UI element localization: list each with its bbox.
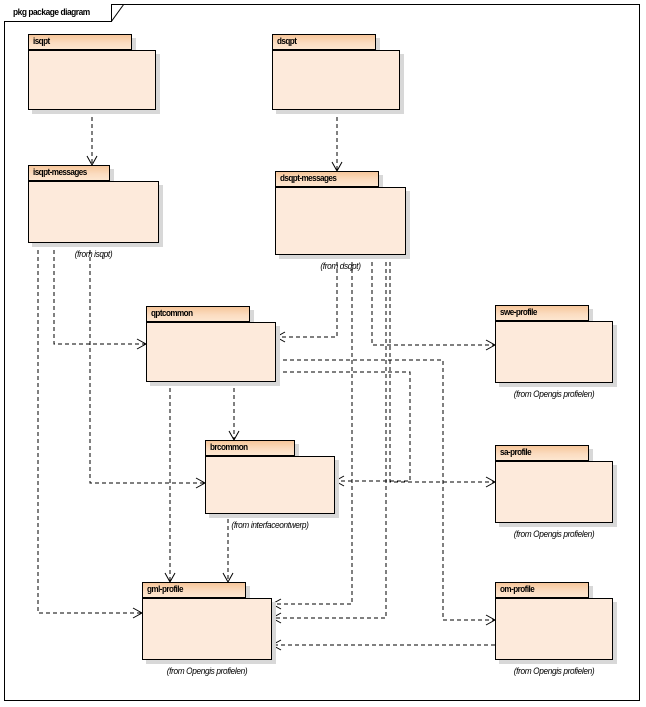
diagram-frame-label: pkg package diagram [13, 7, 90, 17]
package-name-label: swe-profile [500, 307, 537, 317]
package-sa-profile[interactable]: sa-profile [495, 445, 617, 527]
package-dsqpt[interactable]: dsqpt [272, 34, 404, 114]
package-name-label: brcommon [210, 442, 248, 452]
package-from-label: (from Opengis profielen) [513, 389, 595, 399]
package-gml-profile[interactable]: gml-profile [142, 582, 276, 664]
package-body [205, 456, 335, 514]
package-tab [28, 165, 110, 181]
package-from-label: (from Opengis profielen) [513, 666, 595, 676]
package-body [28, 50, 156, 110]
package-from-label: (from dsqpt) [320, 261, 361, 271]
package-body [272, 50, 400, 110]
package-tab [495, 305, 589, 321]
package-name-label: isqpt [33, 36, 50, 46]
package-brcommon[interactable]: brcommon [205, 440, 339, 518]
package-om-profile[interactable]: om-profile [495, 582, 617, 664]
package-swe-profile[interactable]: swe-profile [495, 305, 617, 387]
package-name-label: om-profile [500, 584, 535, 594]
package-tab [28, 34, 132, 50]
package-tab [495, 445, 589, 461]
package-body [146, 322, 276, 382]
package-tab [495, 582, 589, 598]
package-from-label: (from Opengis profielen) [513, 529, 595, 539]
package-body [495, 461, 613, 523]
package-body [142, 598, 272, 660]
package-tab [275, 171, 379, 187]
package-from-label: (from interfaceontwerp) [231, 520, 309, 530]
package-body [275, 187, 406, 255]
package-name-label: isqpt-messages [33, 167, 87, 177]
package-tab [142, 582, 246, 598]
package-body [495, 598, 613, 660]
package-name-label: gml-profile [147, 584, 183, 594]
package-isqpt[interactable]: isqpt [28, 34, 160, 114]
package-body [495, 321, 613, 383]
frame-tab-corner [111, 4, 125, 22]
package-name-label: dsqpt [277, 36, 297, 46]
package-tab [272, 34, 376, 50]
package-name-label: dsqpt-messages [280, 173, 337, 183]
package-from-label: (from isqpt) [74, 249, 113, 259]
package-name-label: qptcommon [151, 308, 193, 318]
package-body [28, 181, 159, 243]
package-dsqpt-messages[interactable]: dsqpt-messages [275, 171, 410, 259]
package-qptcommon[interactable]: qptcommon [146, 306, 280, 386]
package-name-label: sa-profile [500, 447, 532, 457]
package-tab [146, 306, 250, 322]
frame-tab-box [4, 4, 112, 22]
package-tab [205, 440, 295, 456]
package-isqpt-messages[interactable]: isqpt-messages [28, 165, 163, 247]
package-from-label: (from Opengis profielen) [166, 666, 248, 676]
diagram-frame [4, 4, 640, 701]
